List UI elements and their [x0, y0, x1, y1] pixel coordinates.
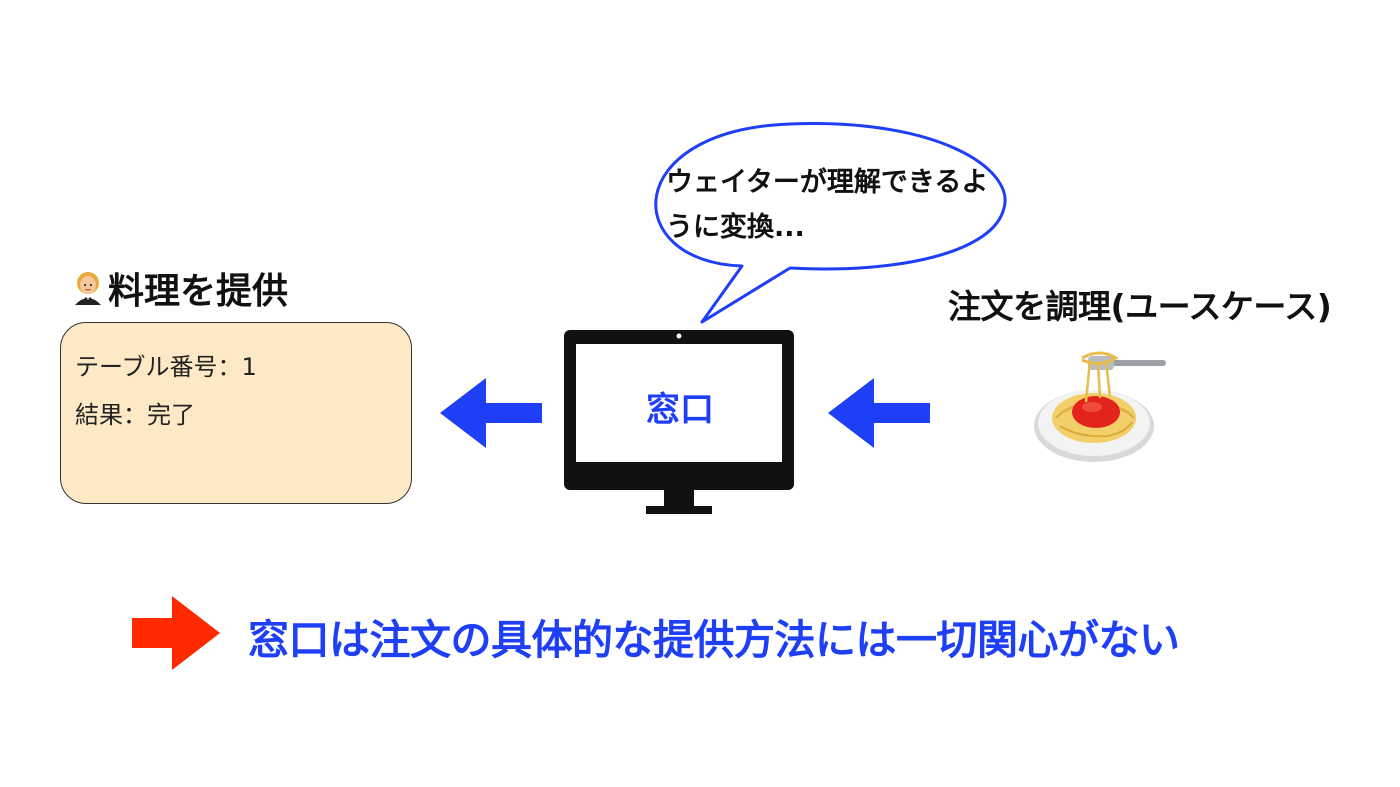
table-number-line: テーブル番号：1	[75, 353, 257, 381]
monitor-label: 窓口	[646, 390, 714, 430]
speech-bubble-text: ウェイターが理解できるように変換...	[666, 167, 989, 243]
camera-dot	[676, 333, 682, 339]
conclusion-text: 窓口は注文の具体的な提供方法には一切関心がない	[248, 616, 1180, 664]
right-section-title: 注文を調理(ユースケース)	[948, 287, 1332, 326]
speech-bubble-shape	[654, 122, 1007, 324]
left-section-title-text: 料理を提供	[108, 271, 289, 312]
monitor-icon	[564, 330, 794, 514]
waiter-icon	[75, 272, 101, 305]
left-arrow-icon	[440, 378, 542, 448]
result-line: 結果：完了	[75, 401, 195, 429]
result-card: テーブル番号：1 結果：完了	[60, 322, 412, 504]
center-arrow-icon	[828, 378, 930, 448]
left-section-title: 料理を提供	[72, 262, 288, 314]
right-arrow-icon	[132, 596, 220, 670]
spaghetti-icon	[1034, 351, 1166, 462]
